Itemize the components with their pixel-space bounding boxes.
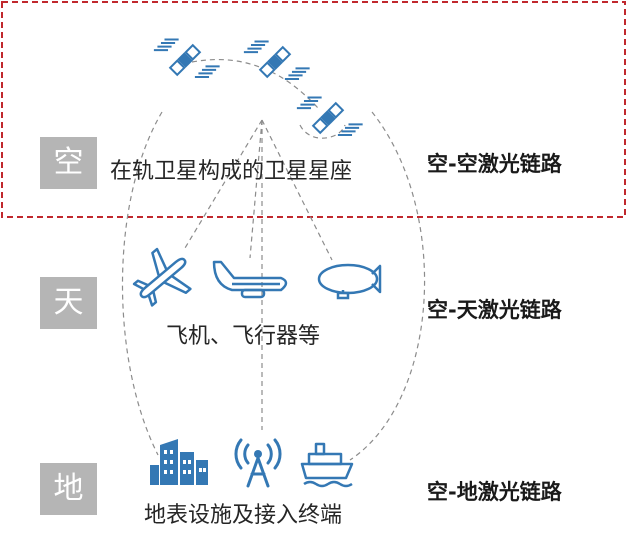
space-ground-link-label: 空-地激光链路 bbox=[427, 480, 562, 504]
space-layer-description: 在轨卫星构成的卫星星座 bbox=[110, 159, 353, 184]
space-layer-frame bbox=[1, 1, 626, 218]
buildings-icon bbox=[150, 439, 208, 485]
satellite-icon bbox=[295, 82, 364, 151]
space-air-link-label: 空-天激光链路 bbox=[427, 298, 562, 322]
ship-icon bbox=[300, 442, 354, 488]
ground-layer-description: 地表设施及接入终端 bbox=[144, 503, 343, 528]
right-outer-arc bbox=[349, 111, 426, 461]
antenna-tower-icon bbox=[234, 438, 282, 488]
space-space-link-label: 空-空激光链路 bbox=[427, 152, 562, 176]
aircraft-icon bbox=[212, 260, 288, 299]
satellite-icon bbox=[242, 26, 311, 95]
inter-satellite-link bbox=[191, 58, 319, 109]
link-to-airplane bbox=[184, 119, 263, 249]
layer-tag-ground: 地 bbox=[40, 463, 97, 515]
layer-tag-space: 空 bbox=[40, 137, 97, 189]
link-to-aircraft bbox=[249, 119, 263, 259]
airship-icon bbox=[317, 263, 382, 300]
layer-tag-air: 天 bbox=[40, 277, 97, 329]
link-to-airship bbox=[261, 119, 333, 261]
link-lines bbox=[121, 58, 426, 461]
left-outer-arc bbox=[121, 111, 163, 456]
satellite-icon bbox=[152, 24, 221, 93]
airplane-icon bbox=[132, 247, 192, 307]
air-layer-description: 飞机、飞行器等 bbox=[166, 324, 321, 349]
right-sat-arc bbox=[299, 124, 346, 139]
